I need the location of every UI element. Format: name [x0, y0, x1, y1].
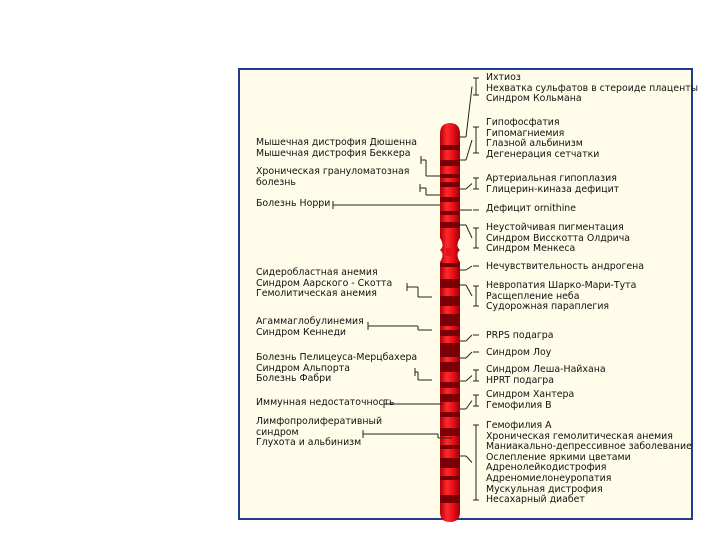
chromosome-band — [440, 412, 460, 417]
connector-line — [466, 335, 472, 341]
chromosome-band — [440, 263, 460, 267]
chromosome-band — [440, 160, 460, 166]
chromosome-band — [440, 362, 460, 372]
chromosome-band — [440, 343, 460, 357]
chromosome-band — [440, 428, 460, 436]
chromosome-band — [440, 314, 460, 326]
connector-line — [466, 456, 472, 463]
connector-line — [466, 266, 472, 270]
connector-line — [466, 87, 472, 138]
chromosome-band — [440, 222, 460, 228]
chromosome-band — [440, 458, 460, 468]
chromosome-band — [440, 174, 460, 178]
chromosome-band — [440, 182, 460, 187]
chromosome-band — [440, 197, 460, 202]
connector-line — [466, 352, 472, 358]
connector-line — [466, 401, 472, 410]
connector-line — [466, 184, 472, 190]
chromosome-band — [440, 330, 460, 336]
connector-line — [466, 225, 472, 238]
chromosome-band — [440, 445, 460, 449]
chromosome-band — [440, 495, 460, 503]
chromosome-band — [440, 211, 460, 215]
connector-line — [466, 140, 472, 160]
chromosome-band — [440, 394, 460, 402]
centromere — [446, 248, 454, 256]
chromosome-band — [440, 296, 460, 306]
connector-line — [466, 285, 472, 296]
chromosome-band — [440, 382, 460, 388]
chromosome-band — [440, 476, 460, 480]
chromosome-band — [440, 145, 460, 150]
connector-line — [466, 376, 472, 382]
chromosome-band — [440, 279, 460, 288]
